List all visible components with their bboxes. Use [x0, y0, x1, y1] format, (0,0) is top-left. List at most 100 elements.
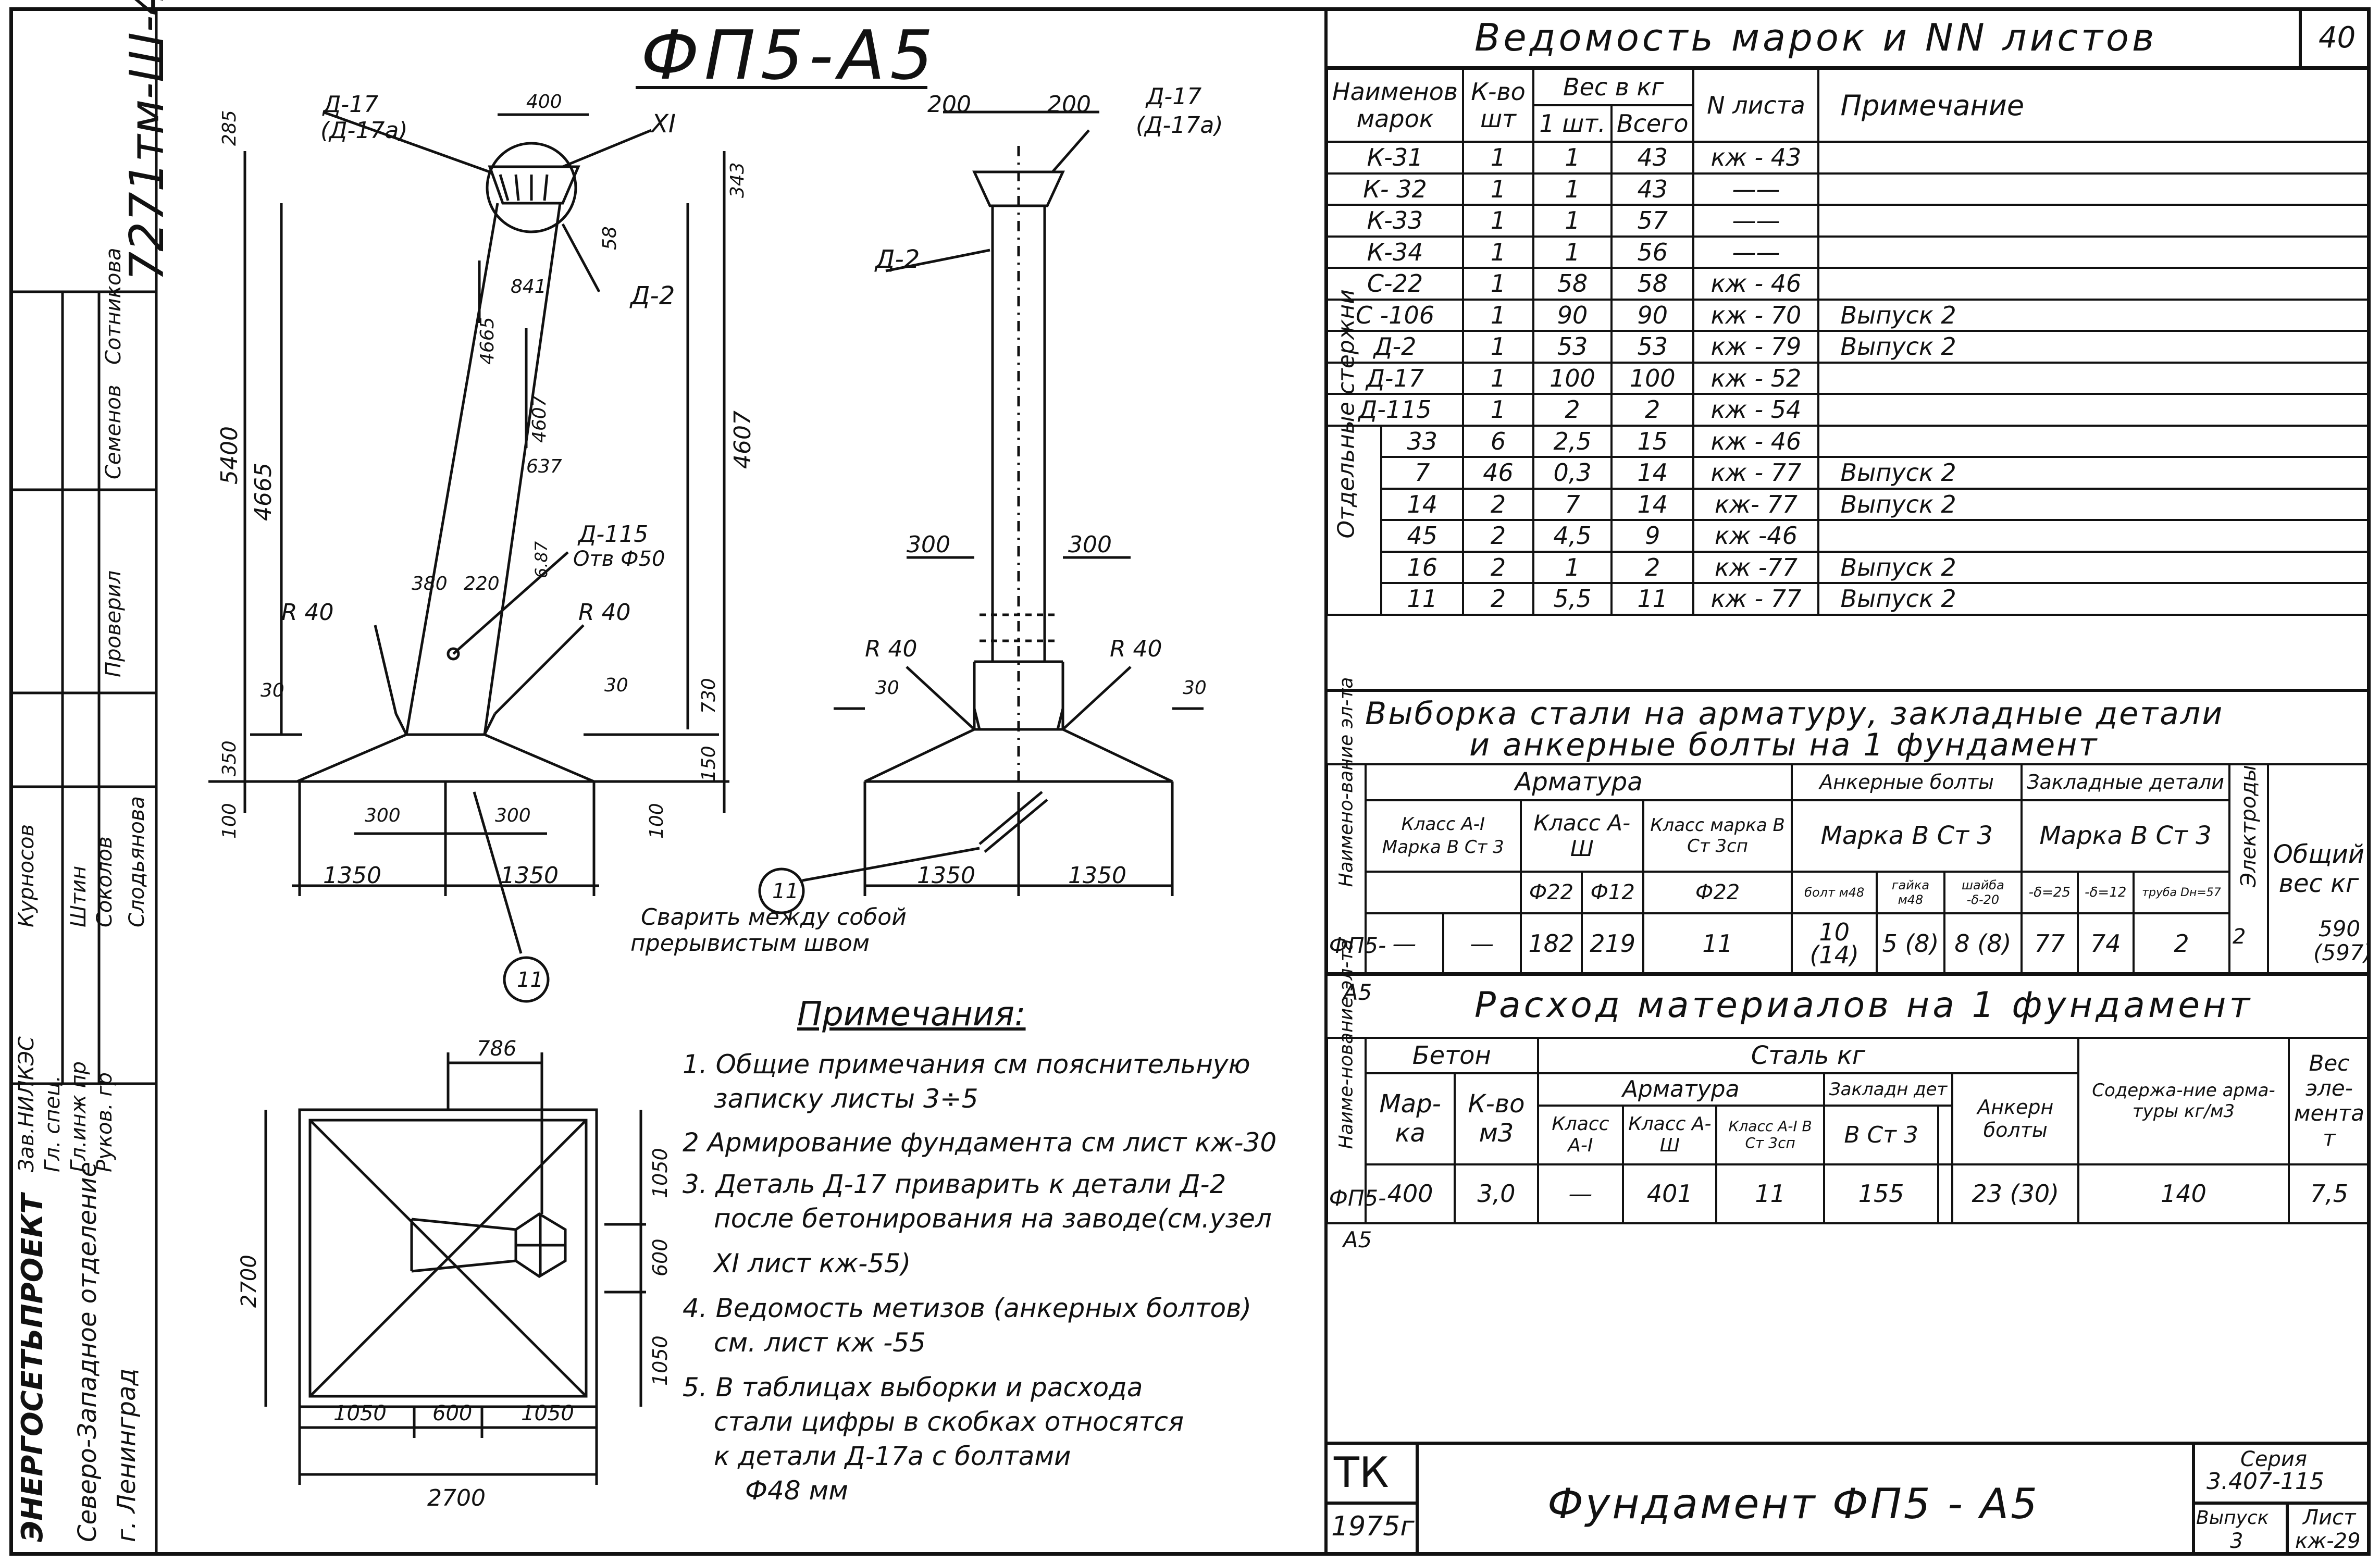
row-pipe: 2	[2132, 912, 2231, 974]
vedomost-cell-wall: 14	[1610, 487, 1695, 521]
tb-name: Фундамент ФП5 - А5	[1547, 1480, 2040, 1528]
vedomost-cell-note	[1817, 361, 2371, 395]
vedomost-cell-qty: 1	[1462, 172, 1535, 206]
sub-d12: -δ=12	[2076, 871, 2135, 915]
dim: 1050	[333, 1401, 387, 1425]
vedomost-cell-qty: 2	[1462, 487, 1535, 521]
vedomost-cell-sheet: кж - 46	[1692, 424, 1820, 458]
row-bolt: 10 (14)	[1791, 912, 1878, 974]
vedomost-cell-w1: 1	[1532, 550, 1613, 584]
vedomost-cell-note: Выпуск 2	[1817, 298, 2371, 332]
callout-11: 11	[772, 879, 799, 903]
vedomost-cell-sheet: кж -77	[1692, 550, 1820, 584]
label-d17: Д-17	[1146, 83, 1202, 110]
tb-list-label: Лист	[2303, 1506, 2356, 1530]
vedomost-cell-note	[1817, 519, 2371, 553]
tb-series-label: Серия	[2240, 1447, 2307, 1471]
dim: 1350	[323, 862, 381, 889]
dim: 200	[927, 91, 971, 118]
note-line: 4. Ведомость метизов (анкерных болтов)	[683, 1293, 1252, 1323]
vyborka-total: Общий вес кг	[2267, 763, 2371, 974]
header-weight: Вес в кг	[1532, 68, 1695, 106]
vedomost-cell-name: Д-2	[1325, 330, 1465, 364]
row-nut: 5 (8)	[1876, 912, 1945, 974]
tb-org: ТК	[1334, 1448, 1389, 1497]
vedomost-cell-qty: 1	[1462, 267, 1535, 301]
vedomost-cell-name: Д-17	[1325, 361, 1465, 395]
sub-bolt: болт м48	[1791, 871, 1878, 915]
tb-year: 1975г	[1331, 1511, 1415, 1542]
vedomost-cell-wall: 90	[1610, 298, 1695, 332]
vyborka-class-a1: Класс А-I Марка В Ст 3	[1365, 799, 1522, 873]
vedomost-cell-wall: 56	[1610, 235, 1695, 269]
vyborka-title-1: Выборка стали на арматуру, закладные дет…	[1365, 696, 2224, 732]
vyborka-row-el: 2	[2233, 925, 2246, 949]
vedomost-cell-sheet: кж - 43	[1692, 141, 1820, 175]
empty-cell	[1365, 871, 1522, 915]
label-xi: XI	[651, 109, 676, 139]
row-d12: 74	[2076, 912, 2135, 974]
vedomost-cell-wall: 43	[1610, 172, 1695, 206]
raskhod-table: Наиме-нование эл-та Бетон Сталь кг Содер…	[1326, 939, 2371, 1225]
vyborka-ankern: Анкерные болты	[1791, 763, 2023, 801]
vedomost-cell-sheet: ——	[1692, 235, 1820, 269]
vedomost-cell-qty: 1	[1462, 298, 1535, 332]
vedomost-cell-note	[1817, 204, 2371, 238]
note-line: 1. Общие примечания см пояснительную	[683, 1049, 1250, 1080]
raskhod-row-name: ФП5-А5	[1329, 1185, 1386, 1252]
vedomost-table: Наименов марок К-во шт Вес в кг N листа …	[1325, 68, 2371, 616]
vedomost-cell-w1: 1	[1532, 141, 1613, 175]
vyborka-ankern-marka: Марка В Ст 3	[1791, 799, 2023, 873]
dim: 300	[1068, 531, 1112, 558]
r-marka: 400	[1364, 1163, 1456, 1225]
raskhod-zaklad: Закладн дет	[1823, 1072, 1954, 1107]
vyborka-class-a1b: Класс марка В Ст 3сп	[1642, 799, 1793, 873]
vedomost-cell-wall: 57	[1610, 204, 1695, 238]
vedomost-cell-note	[1817, 235, 2371, 269]
vedomost-cell-note	[1817, 424, 2371, 458]
dim: 1350	[1068, 862, 1126, 889]
dim: 300	[365, 805, 401, 826]
vedomost-cell-qty: 6	[1462, 424, 1535, 458]
vedomost-cell-wall: 2	[1610, 550, 1695, 584]
vedomost-cell-wall: 2	[1610, 393, 1695, 427]
vedomost-cell-qty: 1	[1462, 361, 1535, 395]
tb-vypusk-label: Выпуск	[2196, 1507, 2269, 1529]
vedomost-cell-w1: 7	[1532, 487, 1613, 521]
dim: 786	[477, 1037, 517, 1061]
label-otv: Отв Ф50	[573, 547, 665, 571]
vedomost-cell-wall: 58	[1610, 267, 1695, 301]
vedomost-cell-sheet: кж - 70	[1692, 298, 1820, 332]
vedomost-cell-note	[1817, 141, 2371, 175]
label-d2: Д-2	[875, 245, 920, 274]
vedomost-cell-sheet: кж - 52	[1692, 361, 1820, 395]
raskhod-armatura: Арматура	[1536, 1072, 1825, 1107]
vedomost-cell-w1: 2,5	[1532, 424, 1613, 458]
vedomost-cell-qty: 46	[1462, 456, 1535, 490]
vedomost-cell-sheet: ——	[1692, 204, 1820, 238]
r-ankern: 23 (30)	[1951, 1163, 2080, 1225]
sub-nut: гайка м48	[1876, 871, 1945, 915]
note-line: к детали Д-17а с болтами	[714, 1441, 1071, 1471]
note-line: 3. Деталь Д-17 приварить к детали Д-2	[683, 1169, 1226, 1199]
empty-cell	[1937, 1163, 1954, 1225]
vedomost-cell-sheet: кж - 79	[1692, 330, 1820, 364]
vedomost-cell-qty: 2	[1462, 519, 1535, 553]
dim: 30	[875, 677, 899, 699]
note-line: Ф48 мм	[745, 1475, 848, 1506]
tb-list: кж-29	[2295, 1529, 2361, 1553]
vedomost-cell-qty: 1	[1462, 235, 1535, 269]
note-line: запиcку листы 3÷5	[714, 1084, 978, 1114]
vedomost-cell-w1: 90	[1532, 298, 1613, 332]
sub-washer: шайба -δ-20	[1943, 871, 2023, 915]
label-r40: R 40	[578, 599, 631, 626]
header-qty: К-во шт	[1462, 68, 1535, 143]
